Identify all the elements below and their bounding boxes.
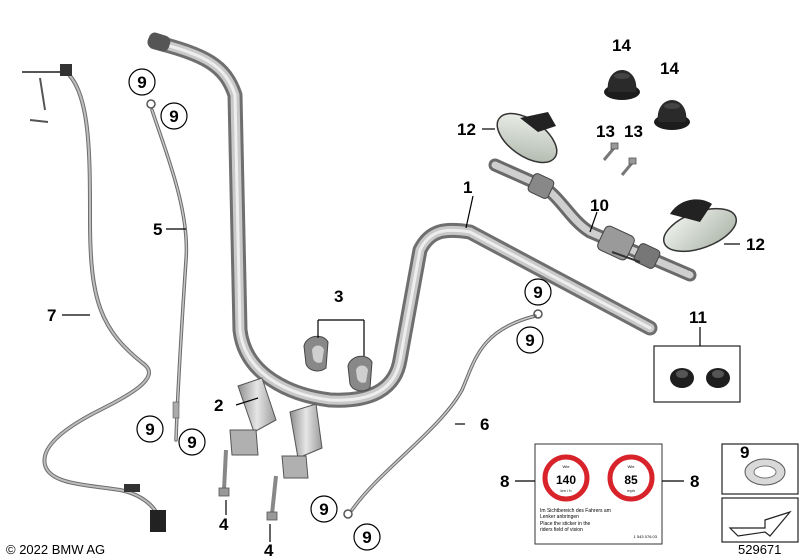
label-part-13a: 13 xyxy=(596,122,615,141)
clamp-half-1[interactable] xyxy=(303,335,329,372)
label-part-12a: 12 xyxy=(457,120,476,139)
speed-sticker[interactable]: Wie 140 km / h Wie 85 mph Im Sichtbereic… xyxy=(534,443,663,545)
screw-2[interactable] xyxy=(620,157,637,176)
circle-9e: 9 xyxy=(524,278,552,306)
label-part-1: 1 xyxy=(463,178,472,197)
copyright-notice: © 2022 BMW AG xyxy=(6,542,105,557)
svg-text:9: 9 xyxy=(187,433,196,452)
label-part-8b: 8 xyxy=(690,472,699,491)
leader-lines xyxy=(62,128,740,542)
sign1-value: 140 xyxy=(556,473,576,487)
label-part-14a: 14 xyxy=(612,36,631,55)
svg-text:9: 9 xyxy=(169,107,178,126)
svg-text:9: 9 xyxy=(319,500,328,519)
label-part-14b: 14 xyxy=(660,59,679,78)
svg-text:9: 9 xyxy=(145,420,154,439)
sign1-top: Wie xyxy=(563,464,571,469)
bolt-right[interactable] xyxy=(266,475,278,521)
sign2-top: Wie xyxy=(628,464,636,469)
label-part-9-box: 9 xyxy=(740,443,749,462)
diagram-id: 529671 xyxy=(738,542,781,557)
circle-9b: 9 xyxy=(160,102,188,130)
mirror-left[interactable] xyxy=(489,104,565,172)
wiring-harness[interactable] xyxy=(22,64,166,532)
circled-part-9-labels: 9 9 9 9 9 9 9 9 xyxy=(128,68,552,551)
brake-line-rear-lower[interactable] xyxy=(343,309,543,519)
clamp-half-2[interactable] xyxy=(347,355,373,392)
circle-9a: 9 xyxy=(128,68,156,96)
label-part-6: 6 xyxy=(480,415,489,434)
arrow-box xyxy=(721,497,799,543)
circle-9f: 9 xyxy=(516,326,544,354)
washer-box[interactable] xyxy=(721,443,799,495)
label-part-10: 10 xyxy=(590,196,609,215)
arrow-icon xyxy=(728,510,792,537)
sticker-text-line2: Lenker anbringen xyxy=(540,514,579,520)
grommet-box[interactable] xyxy=(653,345,741,403)
label-part-4a: 4 xyxy=(219,515,229,534)
label-part-12b: 12 xyxy=(746,235,765,254)
svg-text:9: 9 xyxy=(533,283,542,302)
sign2-value: 85 xyxy=(624,473,638,487)
svg-text:9: 9 xyxy=(525,331,534,350)
label-part-7: 7 xyxy=(47,306,56,325)
rubber-cap-2[interactable] xyxy=(654,100,690,130)
sticker-text-line3: Place the sticker in the xyxy=(540,521,591,527)
circle-9c: 9 xyxy=(136,415,164,443)
svg-text:9: 9 xyxy=(362,528,371,547)
sticker-part-code: 1 543 076.03 xyxy=(634,534,658,539)
sticker-text-line1: Im Sichtbereich des Fahrers am xyxy=(540,508,611,514)
circle-9h: 9 xyxy=(353,523,381,551)
screw-1[interactable] xyxy=(602,142,619,161)
label-part-11: 11 xyxy=(689,308,707,327)
riser-left[interactable] xyxy=(229,377,277,456)
bolt-left[interactable] xyxy=(218,449,230,497)
sticker-text-line4: riders field of vision xyxy=(540,527,583,533)
sign2-unit: mph xyxy=(627,488,635,493)
brake-line-front-upper[interactable] xyxy=(146,99,189,442)
mirror-right[interactable] xyxy=(658,199,742,259)
label-part-8a: 8 xyxy=(500,472,509,491)
label-part-5: 5 xyxy=(153,220,162,239)
circle-9d: 9 xyxy=(178,428,206,456)
sign1-unit: km / h xyxy=(561,488,572,493)
svg-text:9: 9 xyxy=(137,73,146,92)
right-handlebar-switch-assembly[interactable] xyxy=(488,158,697,282)
label-part-13b: 13 xyxy=(624,122,643,141)
part-numbers: 1 2 3 4 4 5 6 7 8 8 10 11 12 12 13 13 14… xyxy=(47,36,765,560)
handlebar[interactable] xyxy=(146,31,658,408)
riser-right[interactable] xyxy=(281,403,323,479)
circle-9g: 9 xyxy=(310,495,338,523)
label-part-2: 2 xyxy=(214,396,223,415)
rubber-cap-1[interactable] xyxy=(604,70,640,100)
label-part-4b: 4 xyxy=(264,541,274,560)
label-part-3: 3 xyxy=(334,287,343,306)
